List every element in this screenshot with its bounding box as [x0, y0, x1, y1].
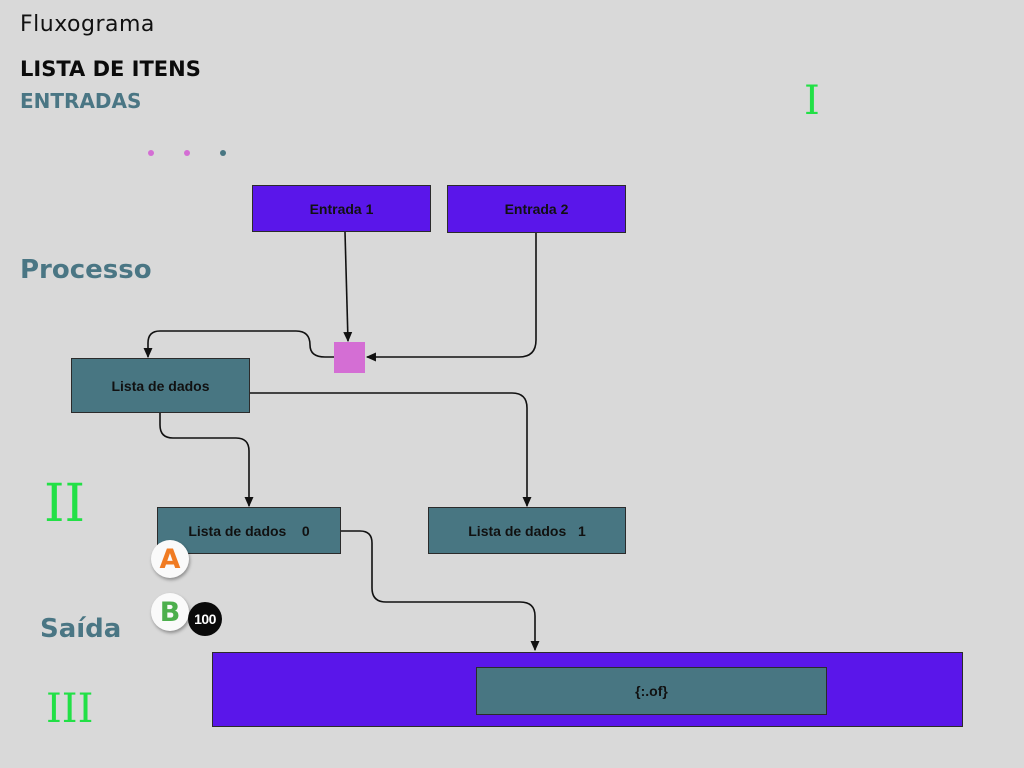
output-value-box[interactable]: {:.of}: [476, 667, 827, 715]
dot-teal: [220, 150, 226, 156]
node-lista-de-dados[interactable]: Lista de dados: [71, 358, 250, 413]
dot-pink-1: [148, 150, 154, 156]
connector-lista0-output: [341, 530, 540, 652]
node-lista-de-dados-0[interactable]: Lista de dados 0: [157, 507, 341, 554]
connector-lista-lista0: [159, 413, 254, 508]
node-entrada-2[interactable]: Entrada 2: [447, 185, 626, 233]
roman-numeral-3: III: [46, 686, 94, 732]
connector-merge-lista: [143, 330, 334, 359]
roman-numeral-2: II: [44, 474, 86, 534]
connector-entrada1-merge: [343, 231, 353, 343]
output-heading: Saída: [40, 614, 122, 644]
merge-node[interactable]: [334, 342, 365, 373]
dot-pink-2: [184, 150, 190, 156]
connector-lista-lista1: [250, 392, 532, 508]
process-heading: Processo: [20, 255, 152, 285]
count-badge: 100: [188, 602, 222, 636]
badge-a: A: [151, 540, 189, 578]
badge-b: B: [151, 593, 189, 631]
node-entrada-1[interactable]: Entrada 1: [252, 185, 431, 232]
page-title: Fluxograma: [20, 12, 155, 37]
list-heading: LISTA DE ITENS: [20, 57, 201, 81]
connector-entrada2-merge: [365, 233, 537, 362]
inputs-heading: ENTRADAS: [20, 89, 142, 113]
roman-numeral-1: I: [804, 78, 820, 124]
node-lista-de-dados-1[interactable]: Lista de dados 1: [428, 507, 626, 554]
